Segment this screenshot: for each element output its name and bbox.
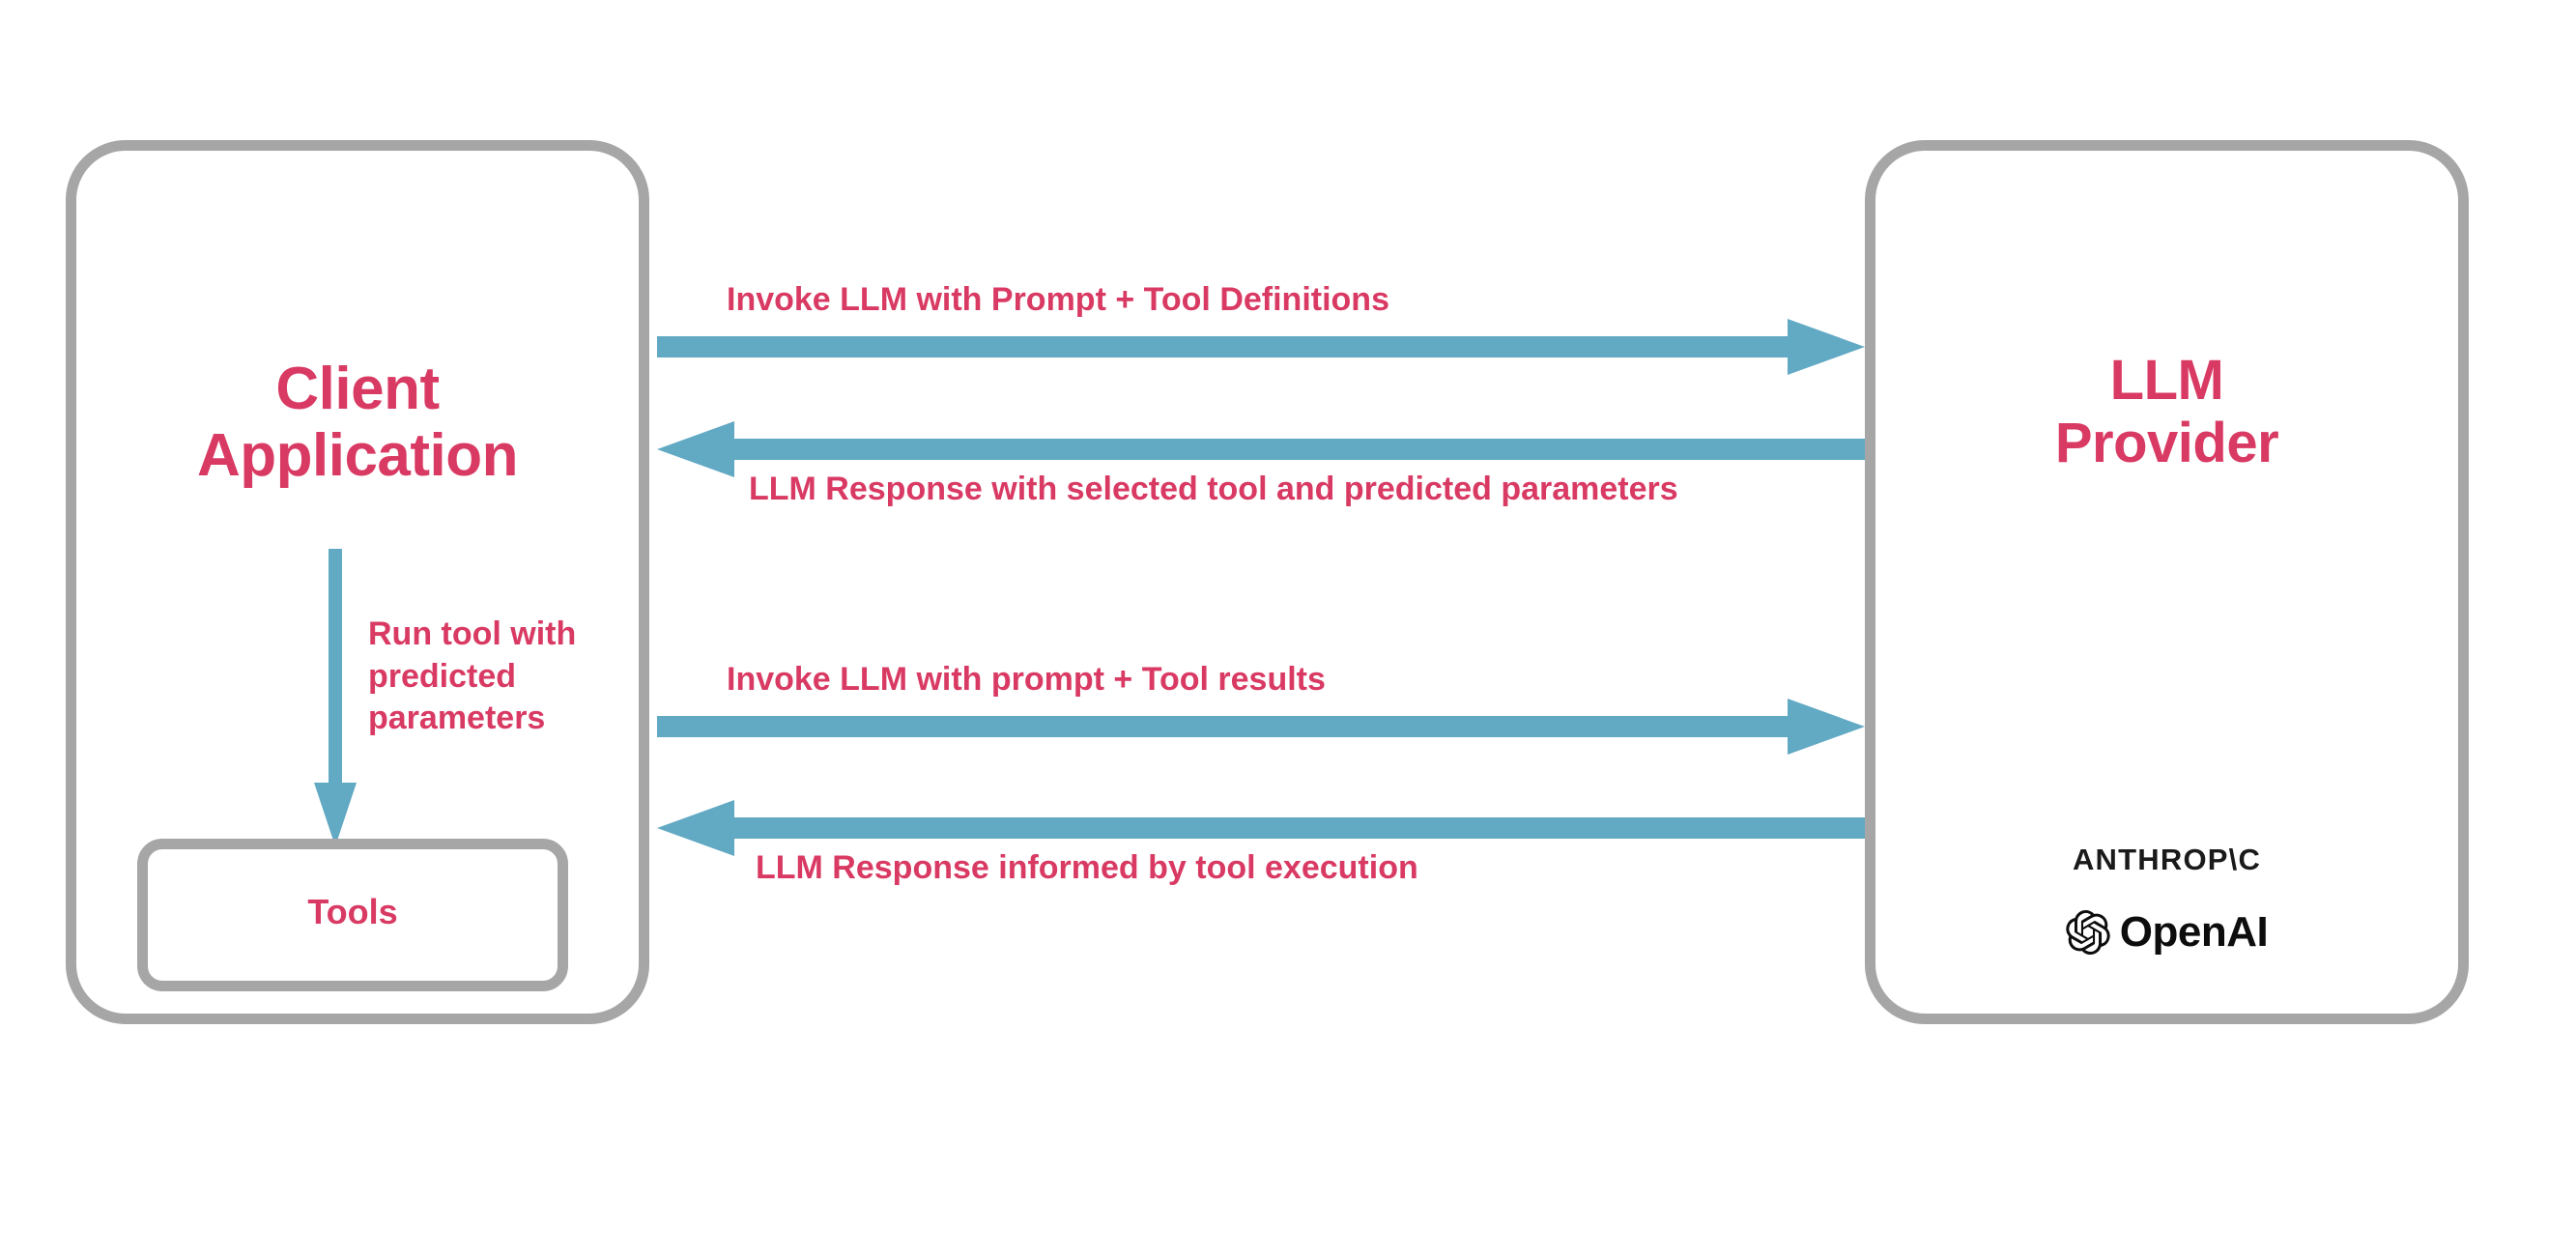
openai-brand: OpenAI bbox=[1865, 908, 2469, 957]
tools-node bbox=[137, 839, 568, 991]
message-arrow-invoke-results bbox=[657, 699, 1865, 755]
arrow-right-shape bbox=[657, 319, 1865, 375]
message-arrow-invoke-tools bbox=[657, 319, 1865, 375]
message-label-response-final: LLM Response informed by tool execution bbox=[756, 849, 1418, 886]
client-application-title: Client Application bbox=[196, 356, 519, 490]
run-tool-arrow-shape bbox=[314, 549, 357, 846]
arrow-left-shape bbox=[657, 800, 1865, 856]
openai-wordmark: OpenAI bbox=[2119, 908, 2269, 956]
message-label-response-tool: LLM Response with selected tool and pred… bbox=[749, 471, 1678, 507]
run-tool-arrow bbox=[314, 549, 357, 846]
anthropic-wordmark-icon: ANTHROP\C bbox=[2072, 843, 2262, 876]
run-tool-arrow-label: Run tool with predicted parameters bbox=[368, 615, 577, 737]
arrow-left-shape bbox=[657, 421, 1865, 477]
message-label-invoke-results: Invoke LLM with prompt + Tool results bbox=[727, 661, 1326, 698]
message-arrow-response-tool bbox=[657, 421, 1865, 477]
llm-provider-node bbox=[1865, 140, 2469, 1024]
message-label-invoke-tools: Invoke LLM with Prompt + Tool Definition… bbox=[727, 281, 1389, 318]
openai-logo-icon bbox=[2066, 910, 2110, 955]
tools-node-label: Tools bbox=[307, 892, 398, 931]
llm-provider-title: LLM Provider bbox=[2054, 349, 2279, 474]
message-arrow-response-final bbox=[657, 800, 1865, 856]
arrow-right-shape bbox=[657, 699, 1865, 755]
